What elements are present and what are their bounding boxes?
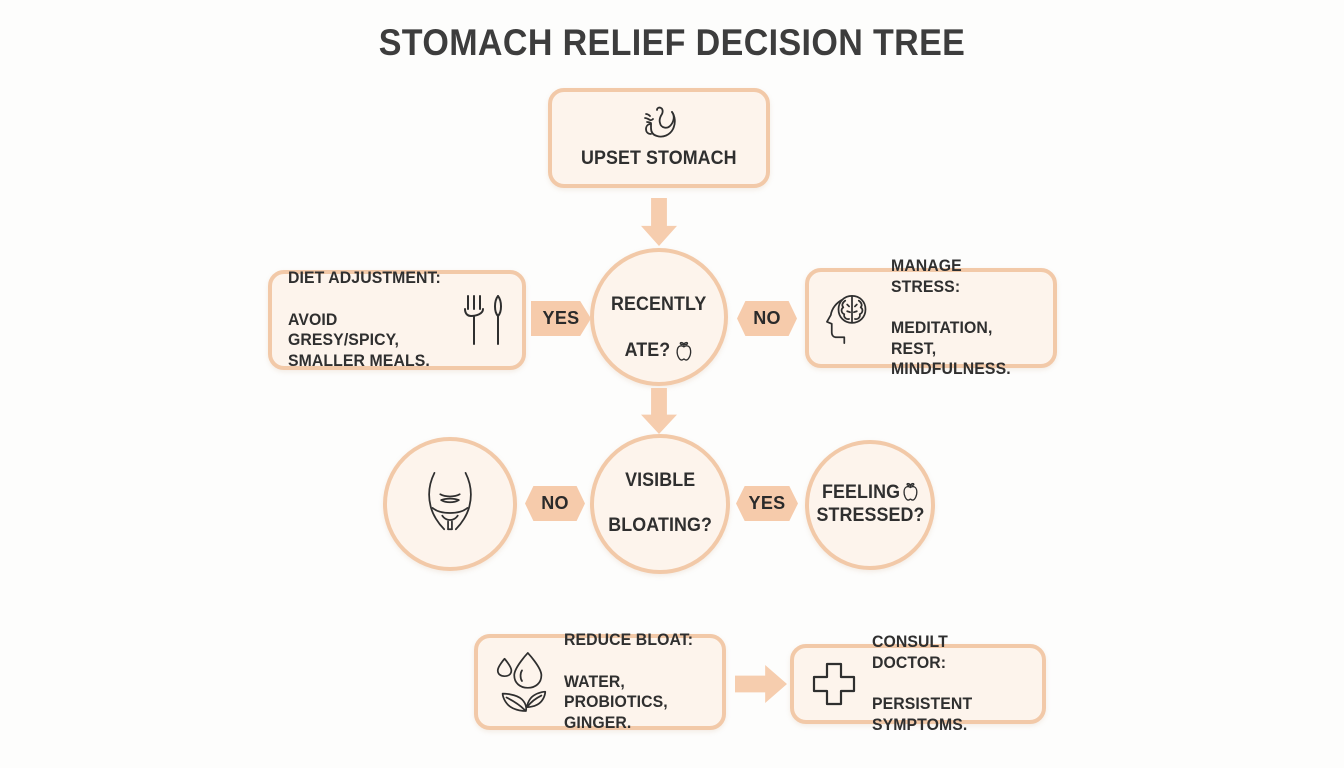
node-diet-adjustment-sub: AVOID GRESY/SPICY, SMALLER MEALS. [288,309,430,371]
node-consult-doctor-sub: PERSISTENT SYMPTOMS. [872,694,973,735]
node-manage-stress-text: MANAGE STRESS: MEDITATION, REST, MINDFUL… [891,235,1027,401]
node-upset-stomach[interactable]: UPSET STOMACH [548,88,770,188]
node-feeling-stressed[interactable]: FEELING STRESSED? [805,440,935,570]
node-visible-bloating-line2: BLOATING? [608,515,712,537]
node-recently-ate[interactable]: RECENTLY ATE? [590,248,728,386]
node-recently-ate-line2: ATE? [624,339,671,361]
page-title: STOMACH RELIEF DECISION TREE [378,22,966,63]
node-manage-stress-lead: MANAGE STRESS: [891,255,962,296]
node-consult-doctor-text: CONSULT DOCTOR: PERSISTENT SYMPTOMS. [872,611,1015,756]
head-brain-icon [825,290,879,346]
node-consult-doctor-lead: CONSULT DOCTOR: [872,632,948,672]
node-visible-bloating[interactable]: VISIBLE BLOATING? [590,434,730,574]
node-manage-stress-sub: MEDITATION, REST, MINDFULNESS. [891,318,1011,379]
water-drop-leaf-icon [494,651,550,713]
arrow-down-recently-ate-to-bloating [641,388,677,434]
medical-cross-icon [810,660,858,708]
arrow-down-upset-to-recently-ate [641,198,677,246]
node-reduce-bloat[interactable]: REDUCE BLOAT: WATER, PROBIOTICS, GINGER. [474,630,726,732]
edge-label-no-recently-ate[interactable]: NO [737,301,797,336]
node-diet-adjustment[interactable]: DIET ADJUSTMENT: AVOID GRESY/SPICY, SMAL… [268,268,526,370]
edge-label-yes-recently-ate[interactable]: YES [531,301,591,336]
node-feeling-stressed-text: FEELING STRESSED? [816,459,924,550]
node-reduce-bloat-text: REDUCE BLOAT: WATER, PROBIOTICS, GINGER. [564,609,696,754]
node-recently-ate-line1: RECENTLY [611,294,707,316]
edge-label-no-visible-bloating[interactable]: NO [525,486,585,521]
arrow-right-reduce-bloat-to-consult-doctor [735,665,787,703]
abdomen-icon [416,469,484,539]
node-diet-adjustment-text: DIET ADJUSTMENT: AVOID GRESY/SPICY, SMAL… [288,247,448,392]
node-bloated-abdomen[interactable] [383,437,517,571]
node-recently-ate-text: RECENTLY ATE? [611,271,706,362]
node-visible-bloating-text: VISIBLE BLOATING? [608,447,712,561]
stomach-icon [637,105,681,145]
node-feeling-stressed-line2: STRESSED? [815,505,925,526]
node-consult-doctor[interactable]: CONSULT DOCTOR: PERSISTENT SYMPTOMS. [790,632,1046,734]
node-visible-bloating-line1: VISIBLE [624,469,696,491]
node-manage-stress[interactable]: MANAGE STRESS: MEDITATION, REST, MINDFUL… [805,256,1057,378]
node-feeling-stressed-line1: FEELING [821,482,900,504]
apple-icon [902,482,919,502]
node-diet-adjustment-lead: DIET ADJUSTMENT: [288,268,441,288]
node-reduce-bloat-sub: WATER, PROBIOTICS, GINGER. [564,671,668,733]
edge-label-yes-visible-bloating[interactable]: YES [736,486,798,521]
fork-knife-icon [460,292,506,348]
node-reduce-bloat-lead: REDUCE BLOAT: [564,630,694,650]
apple-icon [675,341,693,362]
node-upset-stomach-label: UPSET STOMACH [581,148,737,170]
